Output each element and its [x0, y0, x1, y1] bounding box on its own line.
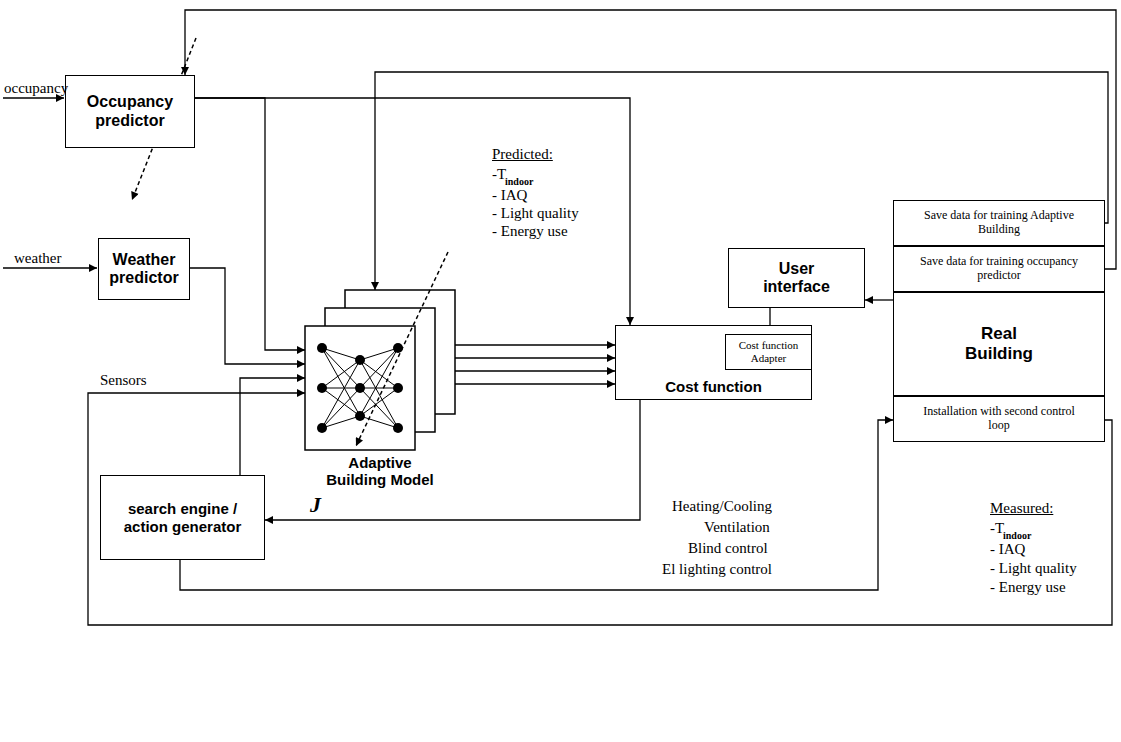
node-text: Save data for training occupancy predict… — [914, 255, 1084, 283]
sub-box: Cost function Adapter — [725, 334, 812, 370]
process-box: Weather predictor — [98, 238, 190, 300]
node-text: Cost function Adapter — [728, 339, 809, 364]
text-label: occupancy — [4, 80, 68, 97]
node-text: Adaptive Building Model — [320, 454, 440, 489]
text-label: Measured: — [990, 500, 1053, 517]
building-box: Real Building — [893, 292, 1105, 396]
text-label: Predicted: — [492, 146, 553, 163]
node-text: User interface — [752, 260, 842, 297]
input-arrow — [3, 267, 97, 268]
process-box: User interface — [728, 248, 865, 308]
text-label: - IAQ — [990, 541, 1025, 558]
process-box: search engine / action generator — [100, 475, 265, 560]
adaptation-arrow — [356, 252, 448, 446]
text-label: - IAQ — [492, 187, 527, 204]
subscript-label: indoor — [505, 176, 533, 187]
network-stack — [305, 290, 455, 450]
text-label: Heating/Cooling — [672, 498, 772, 515]
node-text: Real Building — [959, 324, 1039, 363]
connector — [195, 98, 305, 350]
process-box: Cost function Cost function Adapter — [615, 325, 812, 400]
connector — [455, 357, 615, 358]
connector — [190, 268, 305, 364]
connector — [865, 299, 893, 300]
text-label: - Energy use — [492, 223, 568, 240]
edge-label: Sensors — [98, 372, 149, 389]
process-box: Installation with second control loop — [893, 396, 1105, 442]
node-text: Save data for training Adaptive Building — [914, 209, 1084, 237]
process-box: Save data for training occupancy predict… — [893, 246, 1105, 292]
text-label: Ventilation — [704, 519, 770, 536]
connector — [88, 393, 1112, 625]
subscript-label: indoor — [1003, 530, 1031, 541]
node-text: Occupancy predictor — [70, 93, 190, 130]
connector — [180, 420, 893, 590]
text-label: - Light quality — [990, 560, 1077, 577]
input-arrow — [3, 97, 64, 98]
connector — [265, 400, 640, 520]
text-label: weather — [14, 250, 61, 267]
connector — [455, 383, 615, 384]
node-text: Cost function — [665, 378, 762, 395]
node-text: Installation with second control loop — [914, 405, 1084, 433]
model-box: Adaptive Building Model — [305, 290, 455, 450]
neuron — [317, 343, 403, 433]
text-label: -T — [990, 520, 1004, 537]
text-label: El lighting control — [662, 561, 772, 578]
connector — [455, 344, 615, 345]
process-box: Occupancy predictor — [65, 75, 195, 148]
process-box: Save data for training Adaptive Building — [893, 200, 1105, 246]
neural-network — [322, 348, 398, 428]
text-label: - Energy use — [990, 579, 1066, 596]
text-label: -T — [492, 166, 506, 183]
node-text: search engine / action generator — [108, 500, 258, 535]
text-label: - Light quality — [492, 205, 579, 222]
edge-label: J — [308, 492, 323, 518]
connector — [455, 370, 615, 371]
connector — [195, 98, 630, 325]
connector — [185, 10, 1116, 269]
text-label: Blind control — [688, 540, 768, 557]
node-text: Weather predictor — [103, 251, 185, 288]
